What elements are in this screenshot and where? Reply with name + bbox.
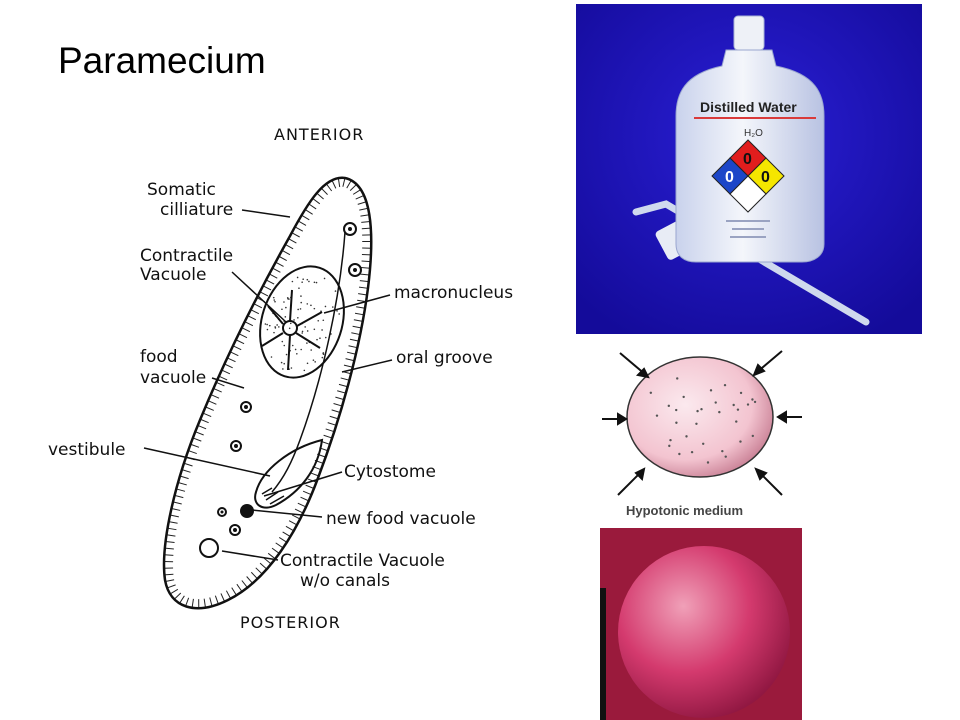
label-wo-canals: w/o canals — [300, 571, 390, 591]
paramecium-diagram: ANTERIOR POSTERIOR Somatic cilliature Co… — [48, 125, 513, 632]
food-vacuoles — [217, 222, 362, 536]
oral-groove-line — [271, 231, 346, 493]
cell-swollen — [626, 356, 774, 478]
cilia-fringe — [164, 177, 372, 609]
label-food: food — [140, 347, 178, 367]
bottle-fine-print — [726, 220, 770, 238]
leader-lines — [143, 209, 393, 561]
macronucleus — [259, 265, 345, 379]
bottle-label: Distilled Water — [700, 99, 797, 115]
swollen-cell-micrograph — [600, 528, 802, 720]
distilled-water-bottle-photo: Distilled Water H₂O 0 0 0 — [576, 4, 922, 334]
hazard-diamond: 0 0 0 — [711, 139, 785, 213]
vestibule-shape — [254, 438, 324, 509]
label-food-vacuole: vacuole — [140, 368, 206, 388]
label-somatic: Somatic — [147, 180, 216, 200]
hazard-health: 0 — [725, 169, 734, 186]
bottle-cap — [733, 15, 765, 51]
label-oral-groove: oral groove — [396, 348, 493, 368]
hazard-flammability: 0 — [743, 151, 752, 168]
label-contractile: Contractile — [140, 246, 233, 266]
hypotonic-medium-label: Hypotonic medium — [626, 503, 744, 518]
bottle-formula: H₂O — [744, 128, 763, 139]
macronucleus-texture — [264, 276, 340, 372]
label-macronucleus: macronucleus — [394, 283, 513, 303]
hypotonic-cell-diagram: Hypotonic medium — [600, 345, 802, 525]
contractile-vacuole — [261, 289, 323, 371]
cell-particles — [649, 377, 757, 464]
label-vestibule: vestibule — [48, 440, 126, 460]
label-contractile-vacuole-canals: Contractile Vacuole — [280, 551, 445, 571]
contractile-vacuole-no-canals — [199, 538, 219, 558]
cytostome-hatching — [261, 487, 285, 505]
label-cilliature: cilliature — [160, 200, 233, 220]
hazard-reactivity: 0 — [761, 169, 770, 186]
label-cytostome: Cytostome — [344, 462, 436, 482]
cell-body-outline — [162, 176, 373, 610]
label-posterior: POSTERIOR — [240, 613, 341, 632]
label-anterior: ANTERIOR — [274, 125, 364, 144]
cell-sphere — [618, 546, 790, 718]
label-new-food-vacuole: new food vacuole — [326, 509, 476, 529]
osmosis-arrows — [602, 350, 802, 496]
spout-tube — [632, 200, 870, 326]
new-food-vacuole — [240, 504, 254, 518]
label-contractile-vacuole: Vacuole — [140, 265, 206, 285]
slide-title: Paramecium — [58, 40, 266, 81]
